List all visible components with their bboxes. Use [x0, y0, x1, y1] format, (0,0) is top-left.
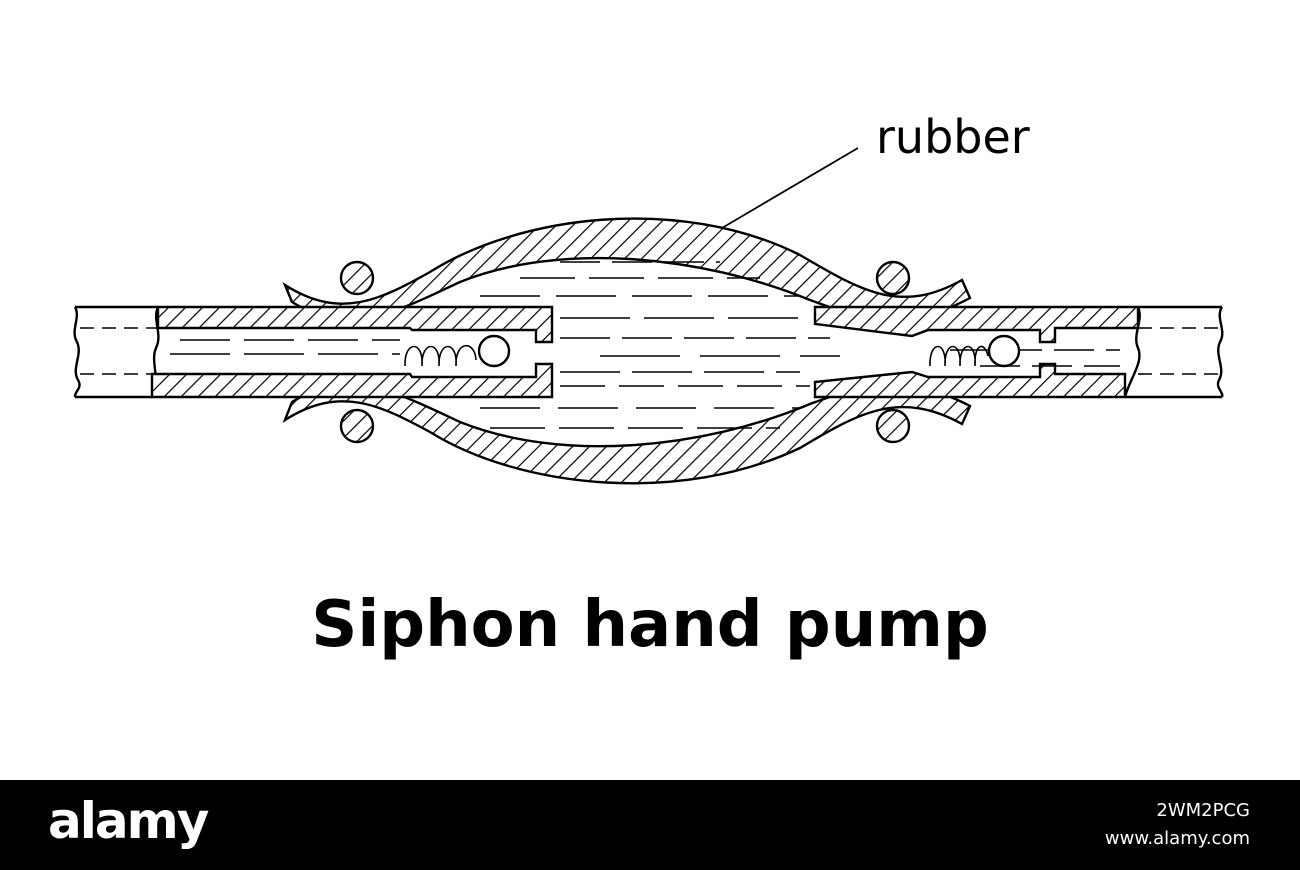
right-check-ball [987, 334, 1021, 368]
right-valve-fitting [813, 305, 1140, 399]
left-spring [404, 344, 477, 367]
clamp-ring-top-right [875, 260, 911, 296]
rubber-bulb-upper-wall [282, 217, 972, 322]
diagram-title: Siphon hand pump [311, 588, 989, 662]
brand-logo: alamy [48, 792, 209, 850]
image-id: 2WM2PCG [1156, 800, 1250, 821]
clamp-ring-bottom-right [875, 408, 911, 444]
left-check-ball [477, 334, 511, 368]
right-spring [929, 345, 989, 367]
right-outer-tube [1123, 305, 1224, 399]
source-url: www.alamy.com [1104, 828, 1250, 849]
left-outer-tube [73, 305, 160, 399]
siphon-pump-diagram [73, 147, 1224, 485]
stock-footer-bar: alamy 2WM2PCG www.alamy.com [0, 780, 1300, 870]
clamp-ring-top-left [339, 260, 375, 296]
liquid-lines [170, 261, 1120, 429]
left-valve-fitting [150, 305, 554, 399]
rubber-leader-line [721, 147, 859, 229]
rubber-label: rubber [876, 110, 1030, 164]
clamp-ring-bottom-left [339, 408, 375, 444]
rubber-bulb-lower-wall [282, 383, 972, 485]
